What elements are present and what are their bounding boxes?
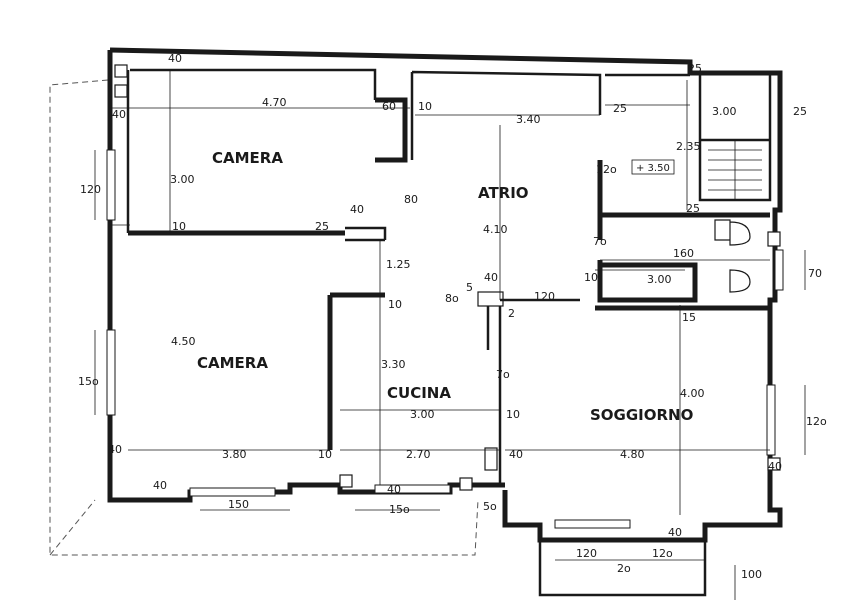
dim-10-d: 10 <box>388 298 402 311</box>
dim-380: 3.80 <box>222 448 247 461</box>
dim-40-d: 40 <box>108 443 122 456</box>
central-pillar-column <box>486 306 502 350</box>
dim-80-b: 8o <box>445 292 459 305</box>
window-bottom-left <box>189 487 276 497</box>
central-pillar <box>477 291 504 307</box>
dim-5: 5 <box>466 281 473 294</box>
dim-330: 3.30 <box>381 358 406 371</box>
dim-25-c: 25 <box>315 220 329 233</box>
flue-f <box>339 474 353 488</box>
dim-400: 4.00 <box>680 387 705 400</box>
dim-70-a: 7o <box>593 235 607 248</box>
dim-40-b: 40 <box>350 203 364 216</box>
room-label-soggiorno: SOGGIORNO <box>590 406 693 424</box>
dim-340: 3.40 <box>516 113 541 126</box>
dim-450: 4.50 <box>171 335 196 348</box>
flue-a <box>484 447 498 471</box>
dim-410: 4.10 <box>483 223 508 236</box>
dim-125: 1.25 <box>386 258 411 271</box>
dim-25-right: 25 <box>793 105 807 118</box>
dim-480: 4.80 <box>620 448 645 461</box>
dim-2: 2 <box>508 307 515 320</box>
window-bottom-cucina <box>374 484 451 494</box>
wall-bathroom <box>597 160 770 303</box>
dim-235: 2.35 <box>676 140 701 153</box>
level-marker-box <box>631 159 675 175</box>
flue-g <box>459 477 473 491</box>
dim-120-left: 120 <box>80 183 101 196</box>
wall-closet <box>375 97 408 163</box>
dim-120-bot1: 120 <box>576 547 597 560</box>
flue-b <box>114 64 128 78</box>
dim-300-cucina: 3.00 <box>410 408 435 421</box>
room-label-camera-top: CAMERA <box>212 149 283 167</box>
dim-40-left-top: 40 <box>112 108 126 121</box>
dim-10-a: 10 <box>418 100 432 113</box>
dim-120-right: 12o <box>806 415 827 428</box>
dim-300-stair: 3.00 <box>712 105 737 118</box>
dim-25-d: 25 <box>686 202 700 215</box>
dim-40-e: 40 <box>509 448 523 461</box>
dim-120-b: 120 <box>534 290 555 303</box>
dim-160: 160 <box>673 247 694 260</box>
room-label-camera-left: CAMERA <box>197 354 268 372</box>
dim-70-right: 70 <box>808 267 822 280</box>
dim-10-e: 10 <box>506 408 520 421</box>
dim-40-i: 40 <box>668 526 682 539</box>
dim-25-top: 25 <box>688 62 702 75</box>
dim-80: 80 <box>404 193 418 206</box>
dim-10-b: 10 <box>172 220 186 233</box>
flue-d <box>767 231 781 247</box>
dim-300-camera: 3.00 <box>170 173 195 186</box>
dim-100: 100 <box>741 568 762 581</box>
dim-60: 60 <box>382 100 396 113</box>
dim-10-c: 10 <box>584 271 598 284</box>
dim-10-f: 10 <box>318 448 332 461</box>
dashed-boundary <box>49 79 479 556</box>
dim-270: 2.70 <box>406 448 431 461</box>
dim-150-b2: 15o <box>389 503 410 516</box>
outer-walls-left-bottom <box>107 50 505 503</box>
dim-25-b: 25 <box>613 102 627 115</box>
dim-40-top: 40 <box>168 52 182 65</box>
flue-e <box>767 457 781 471</box>
dim-150-left: 15o <box>78 375 99 388</box>
window-camera-top <box>106 149 116 221</box>
outer-walls <box>109 47 783 543</box>
dim-40-h: 40 <box>387 483 401 496</box>
dim-20: 2o <box>617 562 631 575</box>
dim-150-b1: 150 <box>228 498 249 511</box>
window-soggiorno-right <box>766 384 776 456</box>
wall-soggiorno-top <box>500 298 600 310</box>
window-bottom-soggiorno <box>554 519 631 529</box>
level-marker: + 3.50 <box>636 163 670 174</box>
room-label-cucina: CUCINA <box>387 384 451 402</box>
dim-70-b: 7o <box>496 368 510 381</box>
wall-cucina-left <box>327 292 385 450</box>
dim-300-bath: 3.00 <box>647 273 672 286</box>
dim-15: 15 <box>682 311 696 324</box>
wall-atrio-top <box>410 70 690 160</box>
dim-40-f: 40 <box>768 460 782 473</box>
room-label-atrio: ATRIO <box>478 184 529 202</box>
dim-50: 5o <box>483 500 497 513</box>
dim-120-bot2: 12o <box>652 547 673 560</box>
flue-c <box>114 84 128 98</box>
dim-40-c: 40 <box>484 271 498 284</box>
wall-camera-right <box>126 68 377 233</box>
dimension-lines <box>94 70 806 600</box>
window-bathroom <box>774 249 784 291</box>
dim-40-g: 40 <box>153 479 167 492</box>
dim-120-atrio: 12o <box>596 163 617 176</box>
dim-470: 4.70 <box>262 96 287 109</box>
bathroom-fixtures <box>714 219 751 293</box>
window-camera-left <box>106 329 116 416</box>
stair-treads <box>708 140 762 200</box>
wall-cucina-top <box>345 226 387 242</box>
balcony <box>538 538 707 597</box>
